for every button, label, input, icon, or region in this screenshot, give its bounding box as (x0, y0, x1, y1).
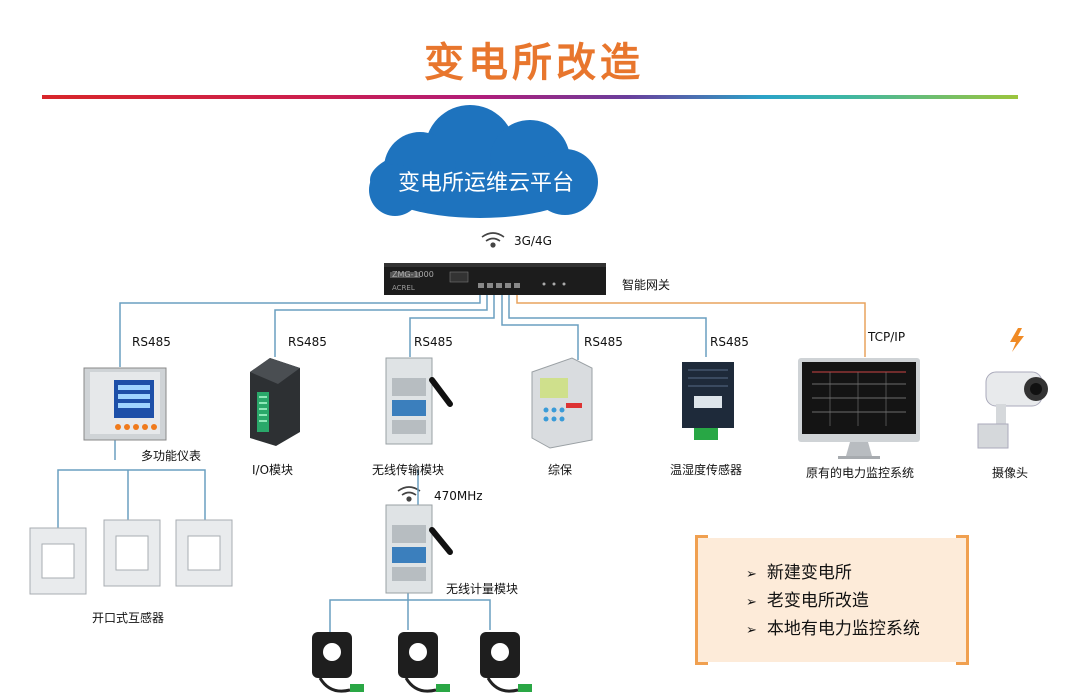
mini-ct-sensors (312, 632, 532, 693)
gateway-model: ZMG-1000 (392, 270, 434, 279)
io-module (250, 358, 300, 446)
list-item: ➢ 新建变电所 (746, 560, 966, 588)
device-label-temp: 温湿度传感器 (670, 463, 743, 477)
cloud-label: 变电所运维云平台 (398, 171, 575, 196)
list-item: ➢ 老变电所改造 (746, 588, 966, 616)
device-label-ct: 开口式互感器 (92, 611, 165, 625)
smart-gateway (384, 263, 606, 295)
monitoring-system-monitor (798, 358, 920, 459)
wireless-transmission-module (385, 357, 453, 445)
wireless-metering-module (385, 504, 453, 594)
device-label-camera: 摄像头 (992, 466, 1029, 480)
arrow-right-icon: ➢ (746, 567, 757, 582)
cloud-platform (369, 105, 598, 218)
arrow-right-icon: ➢ (746, 595, 757, 610)
device-label-io: I/O模块 (252, 463, 294, 477)
multi-function-meter (83, 367, 167, 441)
page-title: 变电所改造 (424, 40, 644, 86)
wifi-icon (481, 232, 505, 248)
feature-text: 本地有电力监控系统 (766, 619, 920, 639)
feature-list: ➢ 新建变电所 ➢ 老变电所改造 ➢ 本地有电力监控系统 (698, 538, 966, 644)
protection-relay (531, 357, 593, 449)
link-label-monitor: TCP/IP (868, 330, 906, 344)
arrow-right-icon: ➢ (746, 623, 757, 638)
device-label-wireless: 无线传输模块 (372, 463, 445, 477)
wireless-frequency: 470MHz (434, 489, 483, 503)
title-divider (42, 95, 1018, 99)
connection-lines (57, 293, 866, 635)
bracket-left (695, 535, 708, 665)
feature-text: 新建变电所 (766, 563, 852, 583)
link-label-protection: RS485 (584, 335, 623, 349)
split-core-ct (29, 519, 233, 595)
device-label-protection: 综保 (548, 463, 573, 477)
camera (977, 328, 1048, 449)
link-label-meter: RS485 (132, 335, 171, 349)
network-label: 3G/4G (514, 234, 552, 248)
temp-humidity-sensor (682, 362, 734, 440)
bracket-right (956, 535, 969, 665)
link-label-io: RS485 (288, 335, 327, 349)
gateway-brand: ACREL (392, 284, 415, 292)
link-label-temp: RS485 (710, 335, 749, 349)
feature-box: ➢ 新建变电所 ➢ 老变电所改造 ➢ 本地有电力监控系统 (695, 535, 969, 665)
gateway-label: 智能网关 (622, 278, 671, 292)
list-item: ➢ 本地有电力监控系统 (746, 616, 966, 644)
device-label-monitor: 原有的电力监控系统 (806, 466, 915, 480)
link-label-wireless: RS485 (414, 335, 453, 349)
feature-text: 老变电所改造 (766, 591, 869, 611)
wifi-icon (397, 486, 421, 502)
device-label-meter: 多功能仪表 (141, 449, 202, 463)
device-label-wireless-meter: 无线计量模块 (446, 582, 519, 596)
